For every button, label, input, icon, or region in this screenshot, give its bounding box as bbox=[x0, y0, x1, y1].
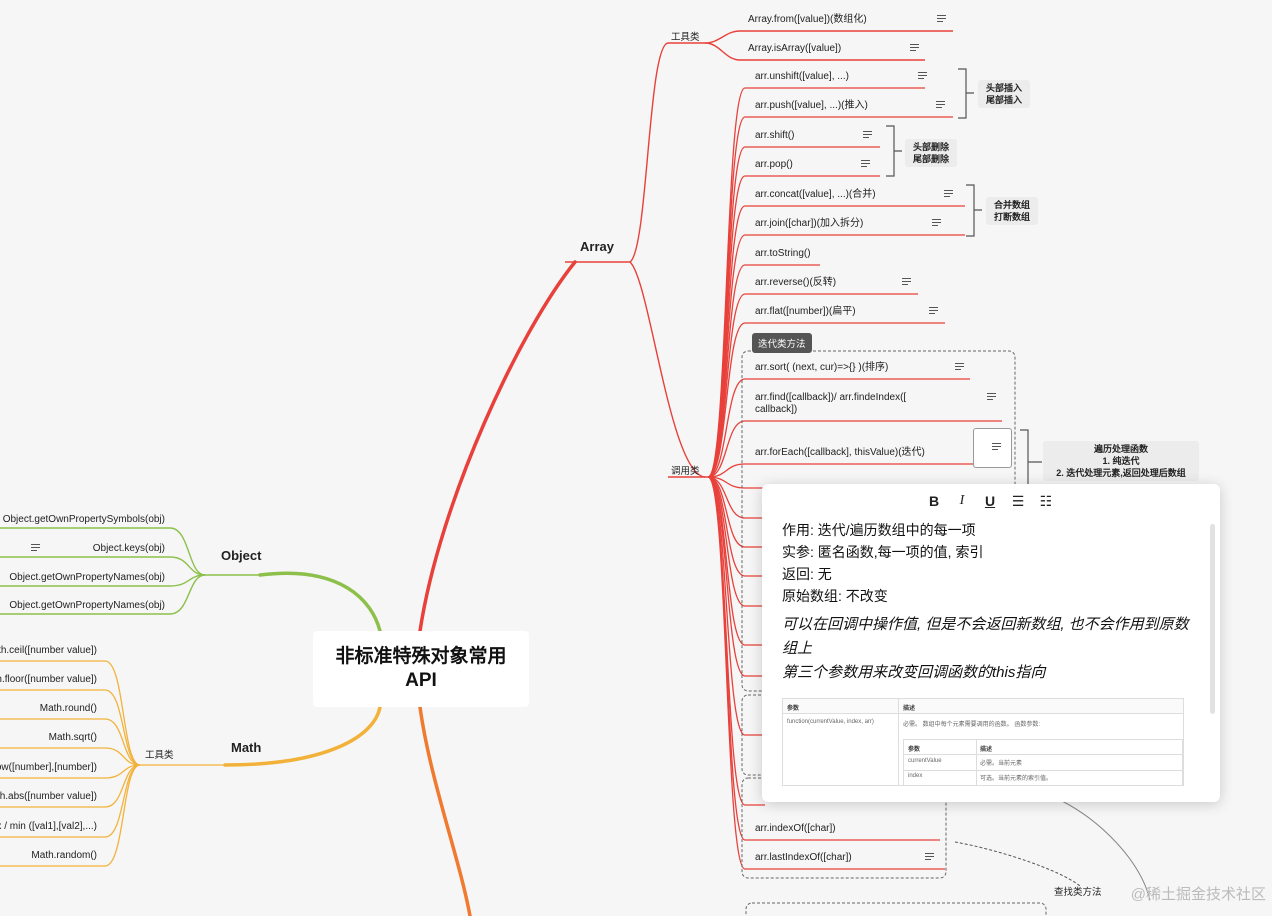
array-call-item[interactable]: arr.join([char])(加入拆分) bbox=[755, 218, 864, 229]
object-method-item[interactable]: Object.getOwnPropertyNames(obj) bbox=[9, 600, 165, 611]
note-editor-popup[interactable]: B I U ☰ ☷ 作用: 迭代/遍历数组中的每一项 实参: 匿名函数,每一项的… bbox=[762, 484, 1220, 802]
note-italic-line: 可以在回调中操作值, 但是不会返回新数组, 也不会作用到原数组上 bbox=[782, 616, 1189, 657]
array-call-item[interactable]: arr.sort( (next, cur)=>{} )(排序) bbox=[755, 362, 889, 373]
summary-iterate-title: 遍历处理函数 bbox=[1093, 444, 1148, 454]
note-icon[interactable] bbox=[863, 131, 873, 139]
note-content[interactable]: 作用: 迭代/遍历数组中的每一项 实参: 匿名函数,每一项的值, 索引 返回: … bbox=[782, 519, 1192, 685]
note-icon[interactable] bbox=[944, 190, 954, 198]
note-line: 返回: 无 bbox=[782, 566, 832, 582]
note-scrollbar[interactable] bbox=[1210, 524, 1215, 714]
array-call-item[interactable]: arr.push([value], ...)(推入) bbox=[755, 100, 868, 111]
inner-table-header: 参数 bbox=[908, 747, 921, 753]
inner-table-cell: 可选。当前元素的索引值。 bbox=[980, 776, 1053, 782]
summary-iterate-1: 1. 纯迭代 bbox=[1102, 456, 1140, 466]
note-icon[interactable] bbox=[925, 853, 935, 861]
search-methods-label[interactable]: 查找类方法 bbox=[1054, 887, 1102, 898]
note-icon[interactable] bbox=[902, 278, 912, 286]
note-icon[interactable] bbox=[918, 72, 928, 80]
math-method-item[interactable]: Math.abs([number value]) bbox=[0, 791, 97, 802]
inner-table-cell: 必需。当前元素 bbox=[980, 761, 1023, 767]
math-method-item[interactable]: Math.max / min ([val1],[val2],...) bbox=[0, 821, 97, 832]
math-method-item[interactable]: Math.sqrt() bbox=[48, 732, 97, 743]
note-embedded-table: 参数 描述 function(currentValue, index, arr)… bbox=[782, 698, 1184, 786]
array-call-item[interactable]: arr.lastIndexOf([char]) bbox=[755, 852, 852, 863]
note-icon[interactable] bbox=[937, 15, 947, 23]
array-call-item[interactable]: arr.toString() bbox=[755, 248, 811, 259]
array-call-item[interactable]: arr.reverse()(反转) bbox=[755, 277, 837, 288]
connector-array bbox=[418, 260, 577, 633]
object-method-item[interactable]: Object.getOwnPropertyNames(obj) bbox=[9, 572, 165, 583]
array-call-item[interactable]: arr.indexOf([char]) bbox=[755, 823, 836, 834]
inner-table-cell: currentValue bbox=[908, 758, 942, 764]
note-line: 实参: 匿名函数,每一项的值, 索引 bbox=[782, 544, 984, 560]
summary-delete[interactable]: 头部删除 尾部删除 bbox=[905, 139, 958, 167]
note-icon[interactable] bbox=[861, 160, 871, 168]
summary-head-insert: 头部插入 bbox=[986, 83, 1023, 93]
note-icon[interactable] bbox=[932, 219, 942, 227]
summary-head-delete: 头部删除 bbox=[913, 142, 950, 152]
summary-insert[interactable]: 头部插入 尾部插入 bbox=[978, 80, 1031, 108]
summary-merge-array: 合并数组 bbox=[994, 200, 1031, 210]
underline-button[interactable]: U bbox=[984, 493, 996, 509]
math-method-item[interactable]: Math.random() bbox=[31, 850, 97, 861]
connector-object bbox=[258, 571, 382, 633]
array-tool-item[interactable]: Array.isArray([value]) bbox=[748, 43, 842, 54]
note-icon[interactable] bbox=[910, 44, 920, 52]
connector-other bbox=[418, 705, 472, 916]
summary-iterate[interactable]: 遍历处理函数 1. 纯迭代 2. 迭代处理元素,返回处理后数组 bbox=[1043, 441, 1199, 481]
array-call-item[interactable]: arr.shift() bbox=[755, 130, 795, 141]
summary-merge[interactable]: 合并数组 打断数组 bbox=[986, 197, 1039, 225]
branch-math[interactable]: Math bbox=[231, 740, 262, 755]
branch-object[interactable]: Object bbox=[221, 548, 262, 563]
note-toolbar: B I U ☰ ☷ bbox=[927, 492, 1053, 510]
inner-table-cell: index bbox=[908, 773, 923, 779]
math-method-item[interactable]: Math.pow([number],[number]) bbox=[0, 762, 97, 773]
note-icon[interactable] bbox=[929, 307, 939, 315]
math-method-item[interactable]: Math.ceil([number value]) bbox=[0, 645, 97, 656]
array-call-item[interactable]: arr.find([callback])/ arr.findeIndex([ c… bbox=[755, 392, 907, 415]
note-icon[interactable] bbox=[987, 393, 997, 401]
inner-table-header: 描述 bbox=[980, 747, 993, 753]
array-tool-item[interactable]: Array.from([value])(数组化) bbox=[748, 14, 867, 25]
table-header: 参数 bbox=[787, 706, 800, 712]
connector-math bbox=[223, 705, 382, 767]
array-call-item[interactable]: arr.concat([value], ...)(合并) bbox=[755, 189, 876, 200]
table-header: 描述 bbox=[903, 706, 916, 712]
watermark: @稀土掘金技术社区 bbox=[1130, 886, 1266, 903]
note-icon[interactable] bbox=[31, 544, 41, 552]
iteration-methods-tag[interactable]: 迭代类方法 bbox=[752, 333, 812, 353]
subtopic-array-tools[interactable]: 工具类 bbox=[671, 32, 700, 43]
array-call-item[interactable]: arr.unshift([value], ...) bbox=[755, 71, 849, 82]
note-line: 作用: 迭代/遍历数组中的每一项 bbox=[782, 522, 976, 538]
array-call-item[interactable]: arr.forEach([callback], thisValue)(迭代) bbox=[755, 447, 925, 458]
table-cell: function(currentValue, index, arr) bbox=[787, 719, 874, 725]
bold-button[interactable]: B bbox=[928, 493, 940, 509]
math-method-item[interactable]: Math.round() bbox=[39, 703, 97, 714]
note-icon[interactable] bbox=[936, 101, 946, 109]
table-cell: 必需。 数组中每个元素需要调用的函数。 函数参数: bbox=[903, 722, 1041, 728]
object-method-item[interactable]: Object.getOwnPropertySymbols(obj) bbox=[2, 514, 165, 525]
note-icon bbox=[992, 443, 1002, 451]
summary-tail-delete: 尾部删除 bbox=[913, 154, 950, 164]
central-topic-title: 非标准特殊对象常用API bbox=[335, 646, 507, 691]
subtopic-math-tools[interactable]: 工具类 bbox=[145, 750, 174, 761]
bulleted-list-icon[interactable]: ☰ bbox=[1011, 493, 1025, 509]
note-line: 原始数组: 不改变 bbox=[782, 588, 888, 604]
summary-split-array: 打断数组 bbox=[994, 212, 1031, 222]
subtopic-array-calls[interactable]: 调用类 bbox=[671, 466, 700, 477]
array-call-item[interactable]: arr.flat([number])(扁平) bbox=[755, 306, 856, 317]
numbered-list-icon[interactable]: ☷ bbox=[1039, 493, 1053, 509]
object-method-item[interactable]: Object.keys(obj) bbox=[92, 543, 165, 554]
note-icon[interactable] bbox=[955, 363, 965, 371]
summary-iterate-2: 2. 迭代处理元素,返回处理后数组 bbox=[1056, 468, 1186, 478]
italic-button[interactable]: I bbox=[959, 493, 965, 508]
selected-note-button[interactable] bbox=[973, 428, 1012, 468]
summary-tail-insert: 尾部插入 bbox=[986, 95, 1023, 105]
array-call-item[interactable]: arr.pop() bbox=[755, 159, 793, 170]
branch-array[interactable]: Array bbox=[580, 239, 614, 254]
math-method-item[interactable]: Math.floor([number value]) bbox=[0, 674, 97, 685]
central-topic[interactable]: 非标准特殊对象常用API bbox=[313, 631, 529, 707]
note-italic-line: 第三个参数用来改变回调函数的this指向 bbox=[782, 664, 1046, 681]
